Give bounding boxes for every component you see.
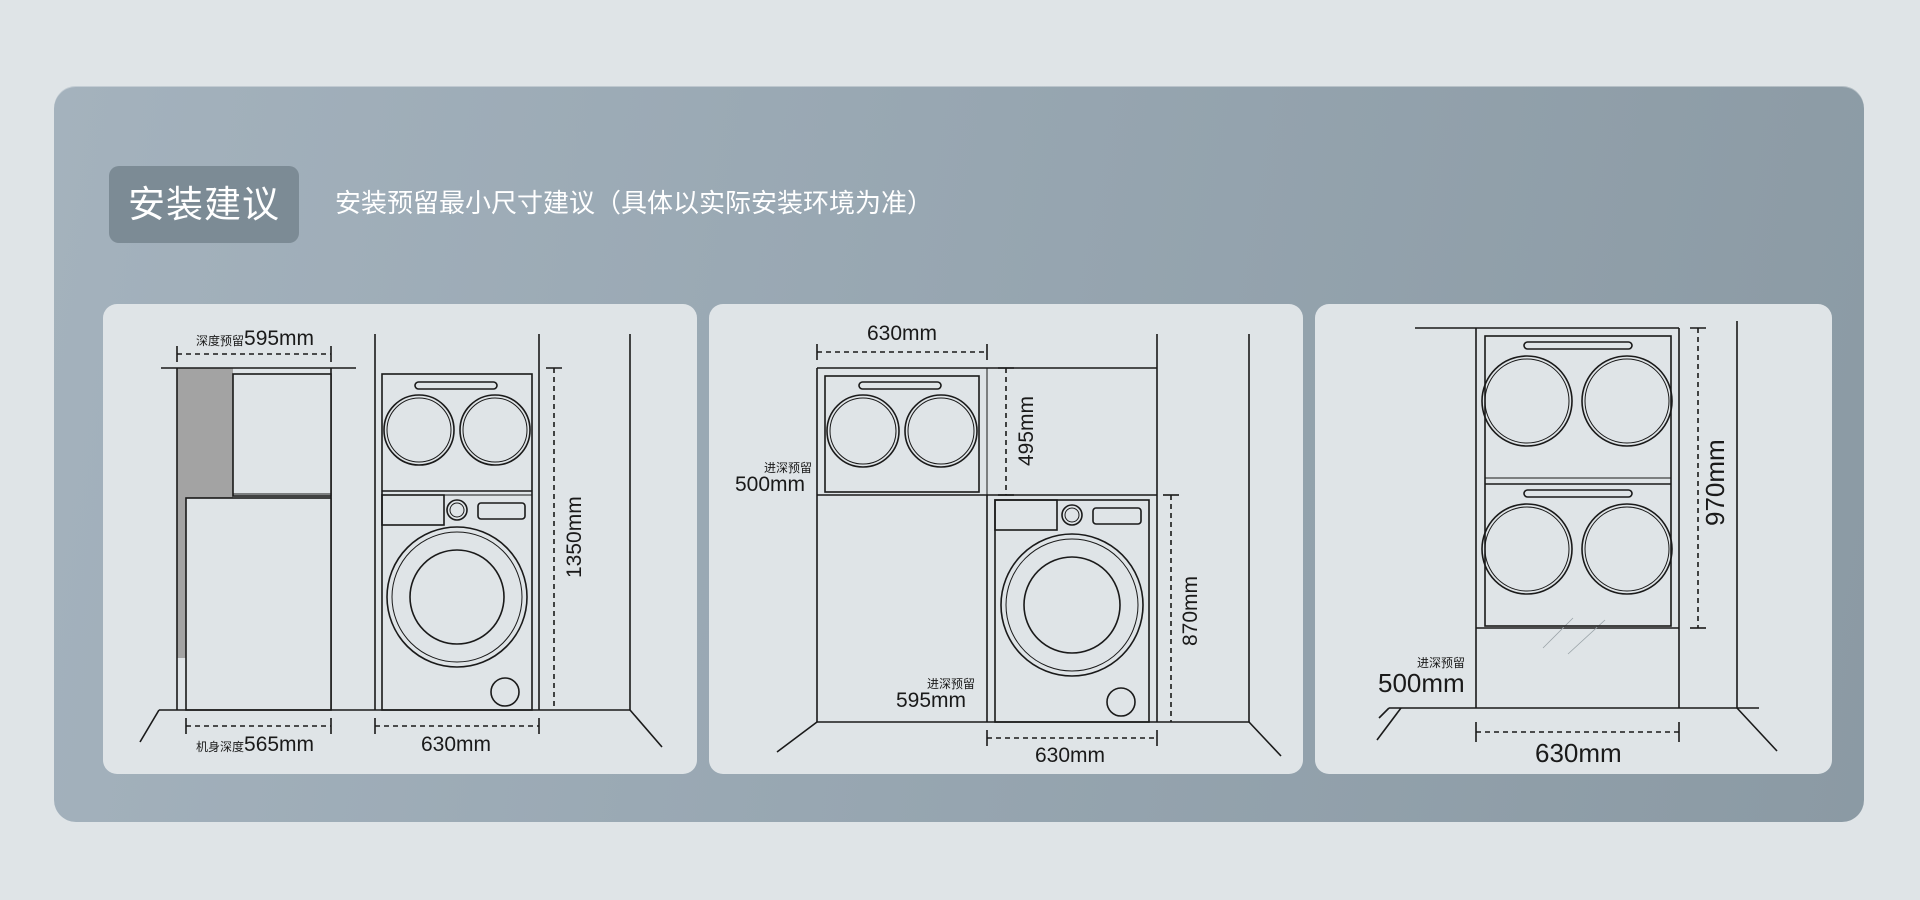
depth2-label: 进深预留 xyxy=(927,677,976,691)
body-depth-value: 565mm xyxy=(244,733,315,756)
depth-value: 500mm xyxy=(1378,668,1465,698)
diagram-panel-2: 630mm 495mm 进深预留 500mm 进深预留 595mm 630mm … xyxy=(709,304,1303,774)
width-dimension: 630mm xyxy=(1535,738,1622,768)
diagram-panel-1: 深度预留595mm 机身深度565mm 630mm 1350mm xyxy=(103,304,697,774)
depth-reserve-value: 595mm xyxy=(244,327,315,350)
depth-reserve-label: 深度预留 xyxy=(196,334,245,348)
top-width-dimension: 630mm xyxy=(867,322,938,345)
depth2-value: 595mm xyxy=(896,689,967,712)
diagram-1-drawing xyxy=(139,334,663,748)
depth1-label: 进深预留 xyxy=(764,461,813,475)
depth-label: 进深预留 xyxy=(1417,656,1466,670)
section-badge: 安装建议 xyxy=(109,166,299,243)
height-dimension: 970mm xyxy=(1700,439,1730,526)
width-dimension: 630mm xyxy=(421,733,492,756)
body-depth-label: 机身深度 xyxy=(196,740,245,754)
bottom-height-dimension: 870mm xyxy=(1179,575,1202,646)
diagram-panel-3: 970mm 进深预留 500mm 630mm xyxy=(1315,304,1832,774)
diagram-2-drawing xyxy=(776,334,1282,757)
section-subtitle: 安装预留最小尺寸建议（具体以实际安装环境为准） xyxy=(335,189,934,219)
depth1-value: 500mm xyxy=(735,473,806,496)
diagram-3-drawing xyxy=(1376,321,1778,752)
bottom-width-dimension: 630mm xyxy=(1035,744,1106,767)
height-dimension: 1350mm xyxy=(563,496,586,578)
body-depth-dimension: 机身深度565mm xyxy=(196,733,314,757)
top-height-dimension: 495mm xyxy=(1015,395,1038,466)
depth-reserve-dimension: 深度预留595mm xyxy=(196,327,314,351)
